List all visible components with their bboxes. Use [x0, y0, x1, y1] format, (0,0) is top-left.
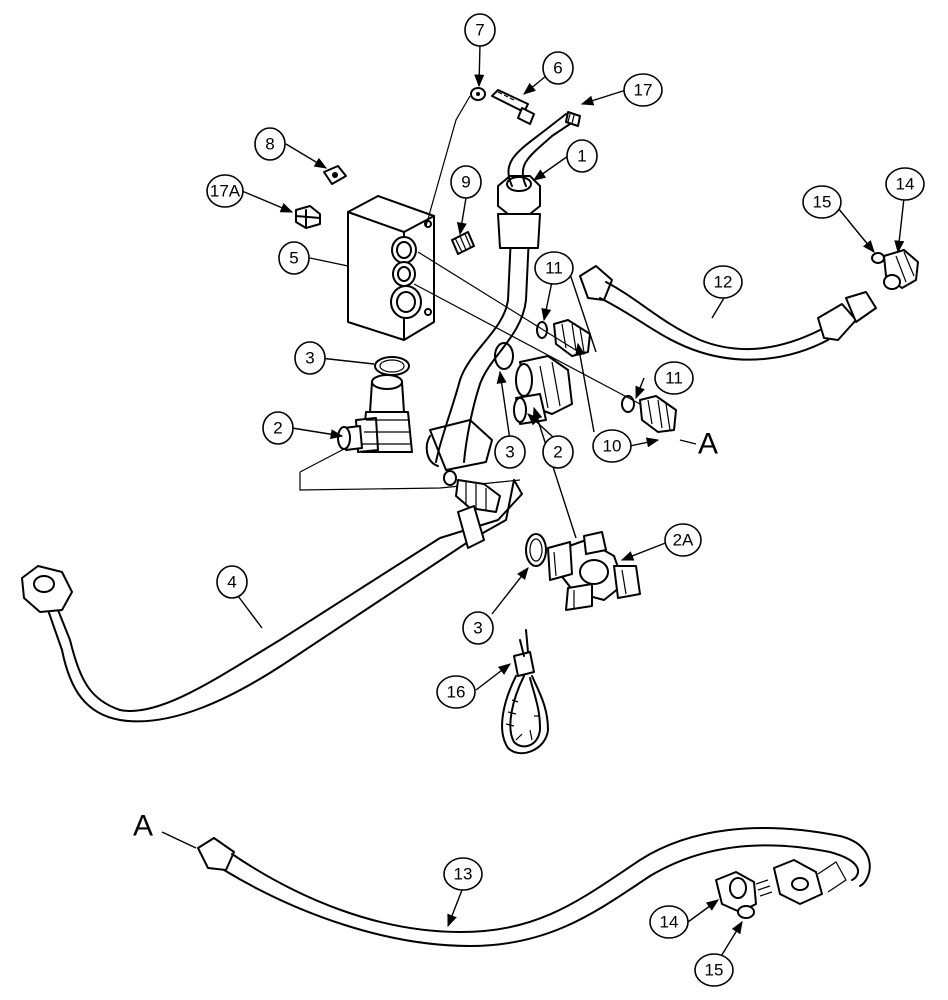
tube-4 [21, 479, 523, 723]
washer-7 [470, 87, 486, 101]
callout-3-mid-label: 3 [505, 443, 514, 462]
callout-16: 16 [436, 675, 476, 709]
o-ring-15-bottom [737, 905, 755, 919]
callout-10: 10 [592, 429, 632, 463]
callout-7-label: 7 [475, 21, 484, 40]
callout-1: 1 [566, 139, 598, 173]
callout-5-label: 5 [289, 249, 298, 268]
callout-2-mid: 2 [542, 435, 574, 469]
callout-3-left: 3 [294, 341, 326, 375]
set-screw-17 [565, 111, 581, 127]
screw-9 [451, 231, 475, 255]
o-ring-3-low [525, 533, 547, 567]
elbow-fitting-14-bottom [715, 871, 773, 913]
leader-lines [161, 43, 905, 959]
callout-14-bottom-label: 14 [660, 913, 679, 932]
callout-3-low: 3 [462, 611, 494, 645]
fitting-10-lower [639, 395, 677, 433]
fitting-10-upper [553, 319, 591, 357]
plate-8 [323, 165, 347, 185]
callout-16-label: 16 [447, 683, 466, 702]
callout-10-label: 10 [603, 437, 622, 456]
callout-3-low-label: 3 [473, 619, 482, 638]
plug-17a [295, 205, 321, 229]
callout-3-mid: 3 [494, 435, 526, 469]
callout-3-left-label: 3 [305, 349, 314, 368]
callout-15-top: 15 [802, 185, 842, 219]
callout-9-label: 9 [461, 173, 470, 192]
callout-2-mid-label: 2 [553, 443, 562, 462]
callout-1-label: 1 [577, 147, 586, 166]
callout-2-left: 2 [262, 411, 294, 445]
callout-12: 12 [703, 265, 743, 299]
callout-4-label: 4 [227, 573, 236, 592]
callout-11-upper-label: 11 [545, 259, 563, 278]
o-ring-3-mid [494, 342, 514, 370]
callout-8-label: 8 [265, 135, 274, 154]
callout-6: 6 [542, 51, 574, 85]
bolt-6 [491, 89, 535, 125]
callout-13: 13 [443, 857, 483, 891]
hose-13 [197, 827, 871, 947]
callout-15-top-label: 15 [813, 193, 832, 212]
o-ring-15-top [871, 252, 885, 264]
cable-tie-16 [501, 629, 549, 755]
callout-17-label: 17 [634, 81, 653, 100]
elbow-fitting-14-top [883, 249, 919, 290]
elbow-fitting-2-mid [513, 355, 573, 425]
callout-6-label: 6 [553, 59, 562, 78]
callout-11-upper: 11 [534, 251, 574, 285]
callout-7: 7 [464, 13, 496, 47]
callout-15-bottom-label: 15 [705, 961, 724, 980]
callout-9: 9 [450, 165, 482, 199]
hose-12 [579, 265, 877, 361]
callout-2a: 2A [664, 523, 702, 557]
callout-17: 17 [623, 73, 663, 107]
callout-11-lower-label: 11 [665, 369, 683, 388]
reference-letter-a-upper: A [698, 428, 718, 461]
callout-14-top: 14 [885, 167, 925, 201]
callout-15-bottom: 15 [694, 953, 734, 987]
o-ring-3-left [374, 356, 410, 376]
callout-14-top-label: 14 [896, 175, 915, 194]
o-ring-11-lower [621, 395, 635, 413]
callout-12-label: 12 [714, 273, 733, 292]
reference-letter-a-lower: A [133, 810, 153, 843]
callout-5: 5 [278, 241, 310, 275]
callout-11-lower: 11 [654, 361, 694, 395]
callout-14-bottom: 14 [649, 905, 689, 939]
callout-13-label: 13 [454, 865, 473, 884]
callout-2-left-label: 2 [273, 419, 282, 438]
callout-17a: 17A [206, 174, 244, 208]
callout-17a-label: 17A [210, 182, 241, 201]
callout-8: 8 [254, 127, 286, 161]
hose-1 [425, 113, 571, 471]
cross-fitting-2a [547, 531, 641, 611]
callout-2a-label: 2A [673, 531, 694, 550]
callout-4: 4 [216, 565, 248, 599]
tee-fitting-small [443, 470, 501, 513]
manifold-block [347, 195, 435, 341]
elbow-fitting-2-left [337, 374, 413, 453]
o-ring-11-upper [536, 321, 548, 339]
